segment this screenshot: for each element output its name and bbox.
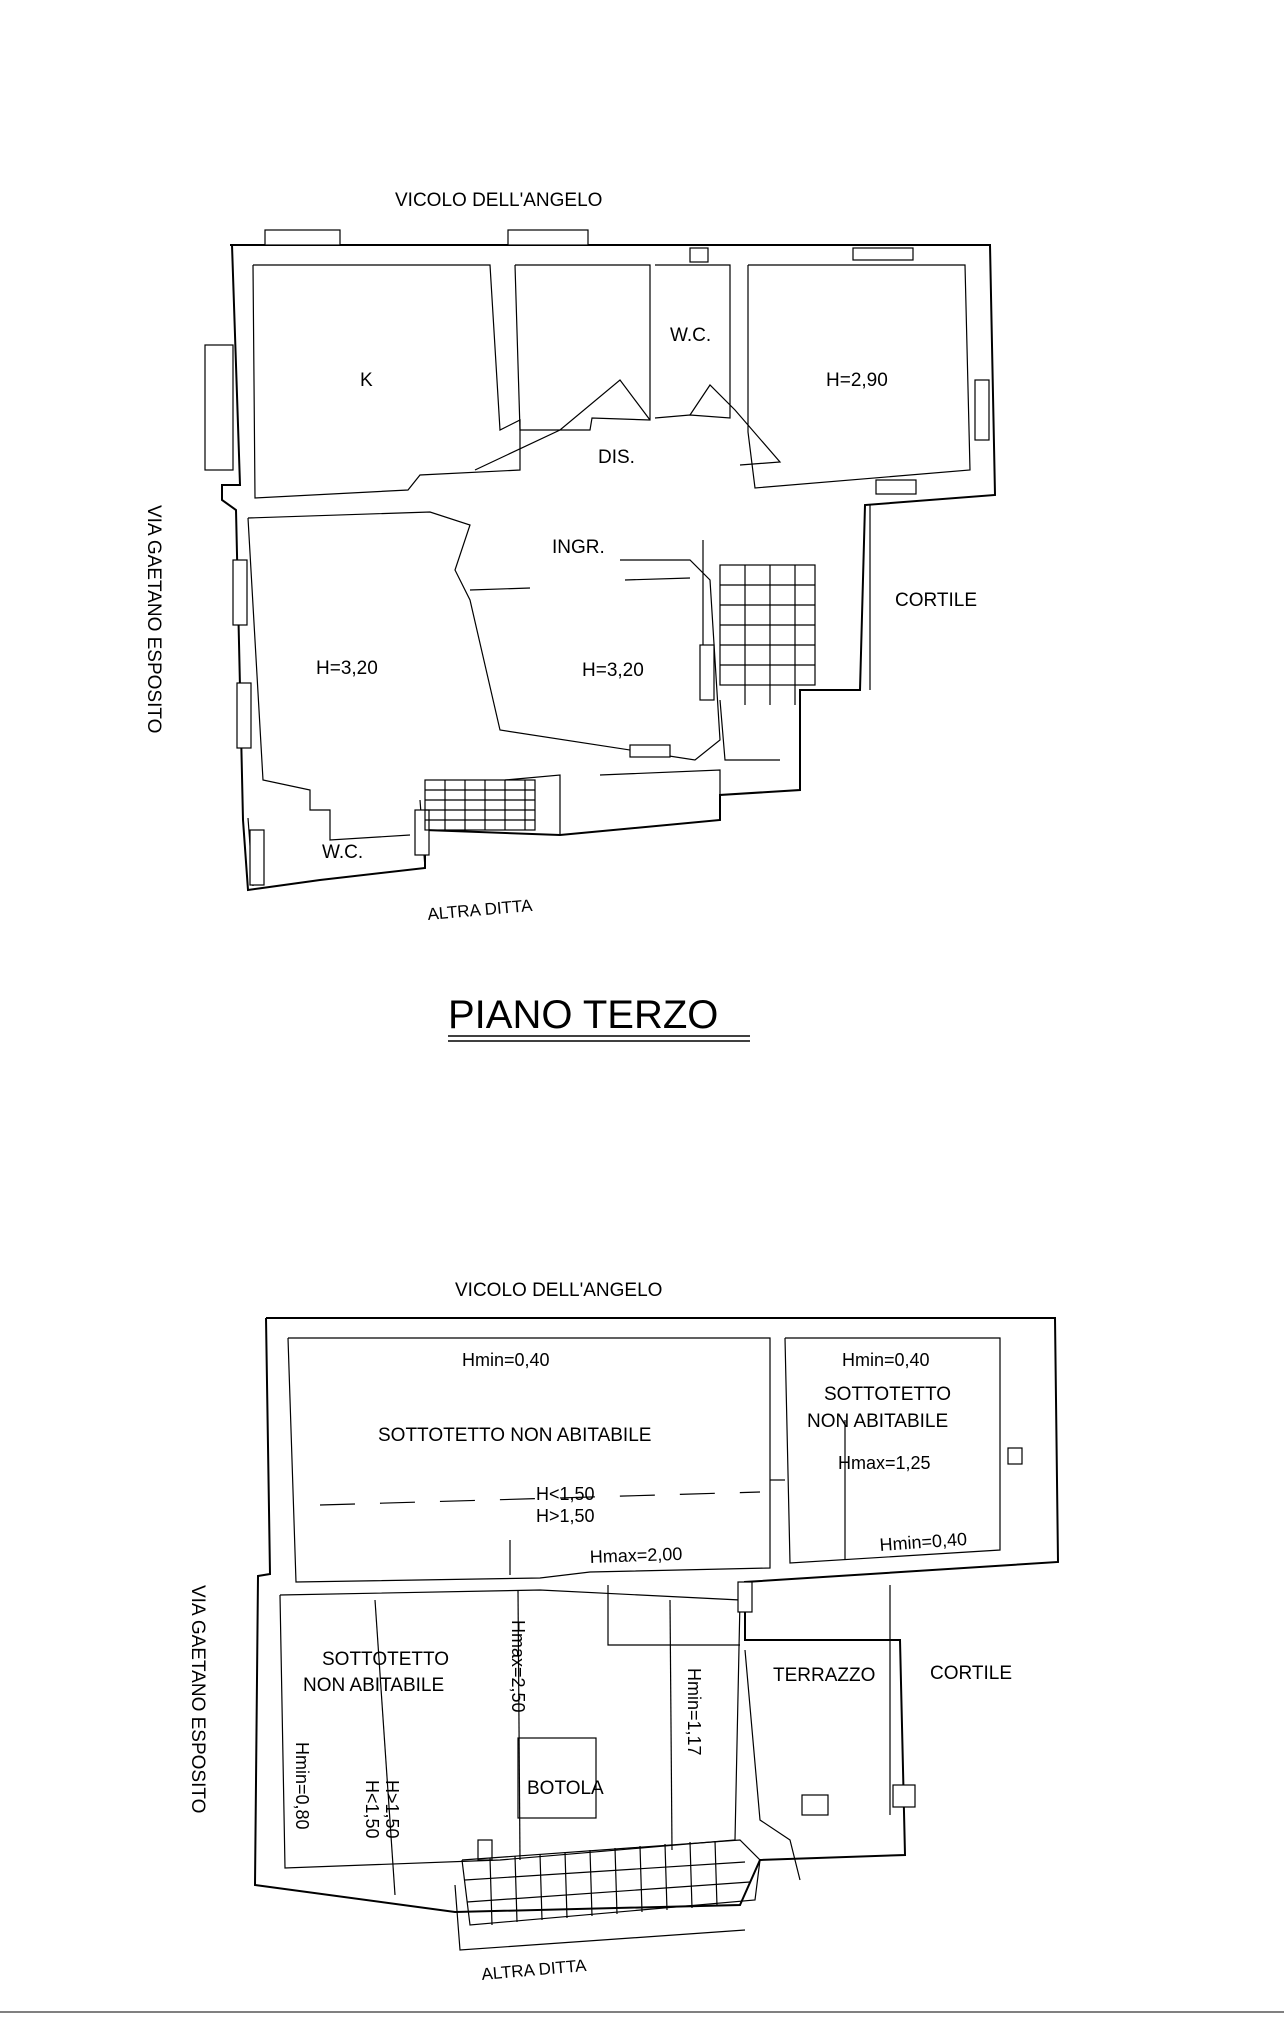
attic-street-left: VIA GAETANO ESPOSITO <box>187 1585 208 1813</box>
third-floor-street-left: VIA GAETANO ESPOSITO <box>143 505 164 733</box>
attic-stairs <box>454 1839 761 1951</box>
attic-hmax-250: Hmax=2,50 <box>508 1620 528 1713</box>
room-height-center: H=3,20 <box>582 660 644 681</box>
attic-hmin-117: Hmin=1,17 <box>684 1668 704 1756</box>
third-floor-title: PIANO TERZO <box>448 993 718 1037</box>
attic-street-top: VICOLO DELL'ANGELO <box>455 1280 662 1301</box>
attic-label-a: SOTTOTETTO NON ABITABILE <box>378 1425 651 1446</box>
attic-hmin-c: Hmin=0,40 <box>879 1529 968 1555</box>
attic-h-more: H>1,50 <box>536 1506 595 1526</box>
room-hall: DIS. <box>598 447 635 468</box>
room-height-left: H=3,20 <box>316 658 378 679</box>
attic-h-less-v: H<1,50 <box>362 1780 382 1839</box>
attic-hmax-2: Hmax=2,00 <box>589 1544 682 1567</box>
attic-label-b1: SOTTOTETTO <box>824 1384 951 1405</box>
attic-hatch <box>517 1737 597 1819</box>
attic-h-less: H<1,50 <box>536 1484 595 1504</box>
attic-hmin-b: Hmin=0,40 <box>842 1350 930 1370</box>
room-entrance: INGR. <box>552 537 605 558</box>
room-height-right: H=2,90 <box>826 370 888 391</box>
third-floor-bottom-neighbor: ALTRA DITTA <box>427 896 534 924</box>
attic-hmin-a: Hmin=0,40 <box>462 1350 550 1370</box>
attic-bottom-neighbor: ALTRA DITTA <box>481 1956 588 1984</box>
attic-terrace: TERRAZZO <box>773 1665 875 1686</box>
attic-hmin-080: Hmin=0,80 <box>292 1742 312 1830</box>
attic-courtyard: CORTILE <box>930 1663 1012 1684</box>
attic-h-more-v: H>1,50 <box>382 1780 402 1839</box>
attic-plan: VICOLO DELL'ANGELO VIA GAETANO ESPOSITO … <box>187 1280 1060 1984</box>
attic-hmax-125: Hmax=1,25 <box>838 1453 931 1473</box>
third-floor-street-top: VICOLO DELL'ANGELO <box>395 190 602 211</box>
third-floor-stairs <box>424 564 816 831</box>
room-wc-top: W.C. <box>670 325 711 346</box>
attic-windows <box>477 1447 1023 1861</box>
room-kitchen: K <box>360 370 373 391</box>
third-floor-walls <box>221 244 997 892</box>
attic-label-c2: NON ABITABILE <box>303 1675 444 1696</box>
third-floor-plan: VICOLO DELL'ANGELO VIA GAETANO ESPOSITO … <box>143 190 997 1042</box>
attic-hatch-label: BOTOLA <box>527 1778 604 1799</box>
room-wc-bottom: W.C. <box>322 842 363 863</box>
third-floor-windows <box>204 229 990 886</box>
attic-label-b2: NON ABITABILE <box>807 1411 948 1432</box>
third-floor-courtyard: CORTILE <box>895 590 977 611</box>
attic-label-c1: SOTTOTETTO <box>322 1649 449 1670</box>
